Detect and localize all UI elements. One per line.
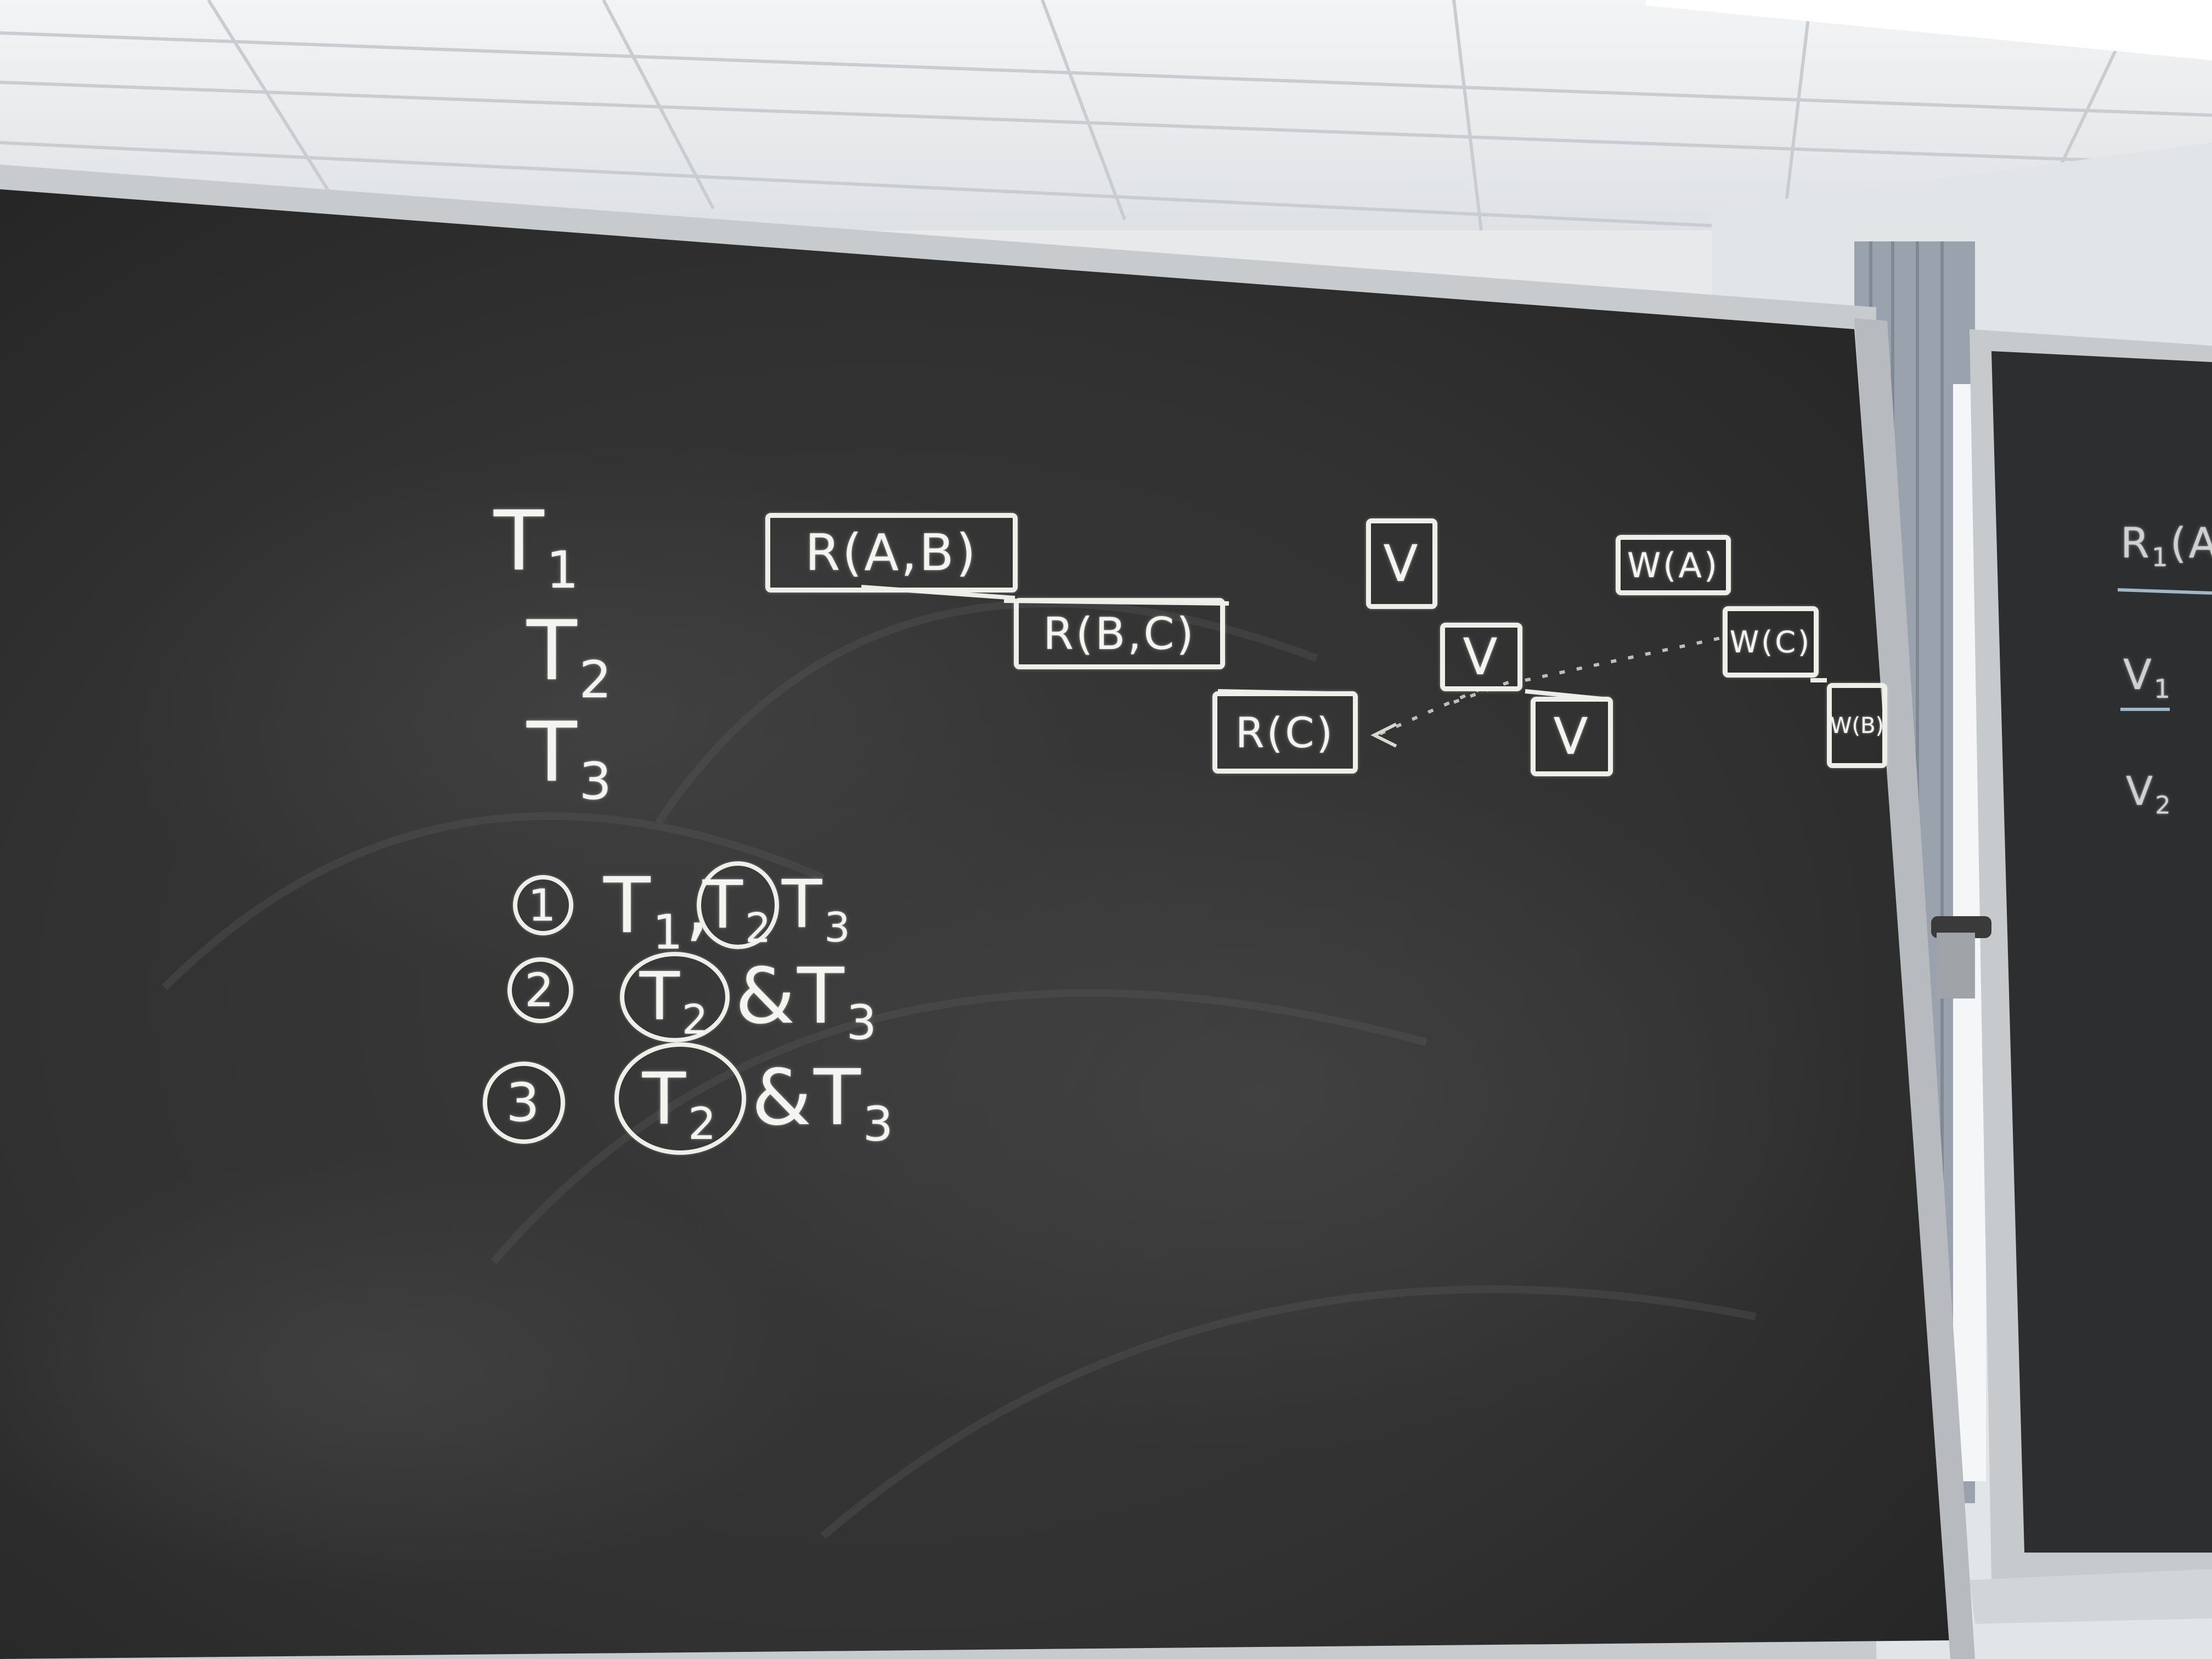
- row-label-t1-sub: 1: [546, 540, 581, 600]
- note-1-t3-sub: 3: [824, 904, 853, 952]
- note-3-circled-t: T: [642, 1057, 689, 1141]
- note-1-circled-t2: T2: [697, 861, 779, 952]
- row-label-t3: T3: [527, 705, 614, 811]
- op-t1-validate-label: V: [1383, 534, 1420, 593]
- note-2-t3-sub: 3: [846, 995, 879, 1051]
- op-t3-validate-label: V: [1553, 707, 1590, 766]
- note-3-ampersand: &: [752, 1053, 814, 1143]
- note-1-text-a: T1,: [603, 861, 712, 960]
- ceiling-light: [1646, 0, 2212, 60]
- op-t1-read-label: R(A,B): [805, 523, 978, 582]
- second-board-r-rest: (A: [2170, 518, 2212, 567]
- op-t3-read-label: R(C): [1235, 708, 1335, 757]
- op-t2-validate-label: V: [1463, 628, 1500, 686]
- op-box-t2-validate: V: [1440, 623, 1522, 691]
- note-1-circled-t: T: [702, 867, 745, 944]
- op-box-t2-read: R(B,C): [1014, 598, 1225, 669]
- row-label-t2-sub: 2: [579, 650, 614, 709]
- note-3-circled-t2: T2: [614, 1042, 746, 1155]
- note-3-number: 3: [506, 1072, 542, 1133]
- note-2-ampersand: &: [735, 952, 798, 1041]
- op-box-t1-write: W(A): [1616, 535, 1731, 595]
- note-1-circled-sub: 2: [744, 904, 774, 952]
- note-3-circled-sub: 2: [688, 1098, 719, 1150]
- row-label-t1: T1: [494, 494, 581, 600]
- note-2-number-circle: 2: [507, 957, 573, 1023]
- note-2-circled-t2: T2: [620, 952, 730, 1044]
- second-board-r: R: [2120, 518, 2152, 567]
- op-t3-write-label: W(B): [1830, 713, 1884, 738]
- op-t1-write-label: W(A): [1627, 545, 1720, 585]
- second-board-v1-underline: [2120, 708, 2170, 711]
- note-2-circled-t: T: [639, 959, 682, 1035]
- dependency-lines: [1376, 635, 1729, 737]
- second-board-v1-sub: 1: [2154, 674, 2172, 705]
- second-board-v2-sub: 2: [2155, 791, 2173, 820]
- op-t2-write-label: W(C): [1729, 624, 1812, 659]
- second-board-line-3: V2: [2126, 768, 2173, 820]
- note-3-text-b: &T3: [752, 1053, 895, 1152]
- row-label-t1-name: T: [494, 494, 546, 589]
- note-3-t3-sub: 3: [862, 1097, 895, 1153]
- note-1-text-b: T3: [782, 867, 853, 951]
- op-t2-read-label: R(B,C): [1043, 608, 1196, 659]
- note-1-number: 1: [528, 879, 558, 931]
- op-box-t3-read: R(C): [1212, 691, 1358, 774]
- note-2-t3: T: [797, 952, 847, 1041]
- row-label-t3-name: T: [527, 705, 579, 800]
- op-box-t1-read: R(A,B): [765, 513, 1018, 592]
- note-1-t1-sub: 1: [652, 905, 685, 961]
- second-board-r-sub: 1: [2151, 543, 2170, 573]
- note-2-text-b: &T3: [735, 952, 879, 1051]
- note-2-circled-sub: 2: [681, 996, 710, 1044]
- second-board-v2: V: [2126, 768, 2155, 814]
- row-label-t3-sub: 3: [579, 751, 614, 811]
- op-box-t1-validate: V: [1366, 518, 1437, 609]
- note-1-t1: T: [603, 861, 653, 951]
- note-3-t3: T: [814, 1053, 863, 1143]
- second-board-v1: V: [2123, 650, 2154, 699]
- op-box-t3-validate: V: [1531, 697, 1613, 776]
- note-1-number-circle: 1: [513, 875, 573, 935]
- row-label-t2: T2: [527, 603, 614, 709]
- row-label-t2-name: T: [527, 603, 579, 699]
- second-chalkboard: [1991, 351, 2212, 1553]
- note-1-t3: T: [782, 867, 825, 943]
- second-board-line-1: R1(A: [2120, 518, 2212, 573]
- second-board-line-2: V1: [2123, 650, 2172, 704]
- note-3-number-circle: 3: [483, 1062, 565, 1144]
- op-box-t2-write: W(C): [1723, 606, 1819, 678]
- note-2-number: 2: [524, 963, 556, 1017]
- op-box-t3-write: W(B): [1827, 683, 1887, 768]
